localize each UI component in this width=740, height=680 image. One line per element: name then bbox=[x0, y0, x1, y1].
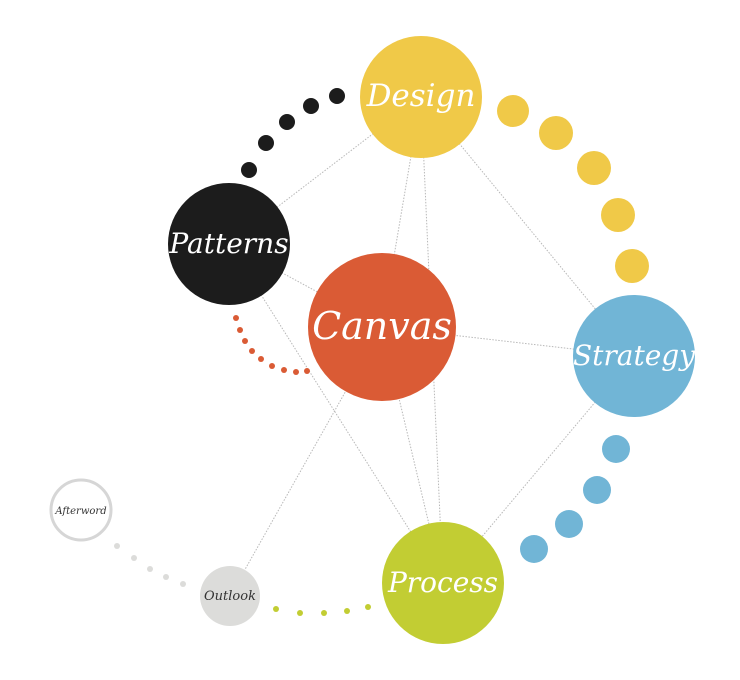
node-design-circle[interactable] bbox=[360, 36, 482, 158]
arc-dot bbox=[279, 114, 295, 130]
arc-dot bbox=[329, 88, 345, 104]
arc-dot bbox=[555, 510, 583, 538]
arc-dot bbox=[147, 566, 153, 572]
arc-dot bbox=[233, 315, 239, 321]
node-strategy-circle[interactable] bbox=[573, 295, 695, 417]
node-outlook[interactable]: Outlook bbox=[200, 566, 260, 626]
arc-dot bbox=[241, 162, 257, 178]
arc-dot bbox=[114, 543, 120, 549]
arc-dot bbox=[539, 116, 573, 150]
node-patterns-label: Patterns bbox=[168, 227, 288, 260]
node-patterns[interactable]: Patterns bbox=[168, 183, 290, 305]
node-design-label: Design bbox=[366, 78, 476, 114]
arc-dot bbox=[273, 606, 279, 612]
node-process[interactable]: Process bbox=[382, 522, 504, 644]
arc-dot bbox=[249, 348, 255, 354]
design-to-strategy-dots bbox=[497, 95, 649, 283]
arc-dot bbox=[577, 151, 611, 185]
arc-dot bbox=[242, 338, 248, 344]
node-strategy[interactable]: Strategy bbox=[573, 295, 696, 417]
arc-dot bbox=[258, 356, 264, 362]
patterns-to-canvas-dots bbox=[233, 315, 310, 375]
node-canvas-circle[interactable] bbox=[308, 253, 456, 401]
node-strategy-label: Strategy bbox=[573, 339, 696, 372]
arc-dot bbox=[237, 327, 243, 333]
arc-dot bbox=[304, 368, 310, 374]
node-canvas-label: Canvas bbox=[312, 304, 452, 348]
node-outlook-circle[interactable] bbox=[200, 566, 260, 626]
arc-dot bbox=[297, 610, 303, 616]
arc-dot bbox=[163, 574, 169, 580]
arc-dot bbox=[258, 135, 274, 151]
arc-dot bbox=[497, 95, 529, 127]
arc-dot bbox=[601, 198, 635, 232]
node-patterns-circle[interactable] bbox=[168, 183, 290, 305]
arc-dot bbox=[293, 369, 299, 375]
node-afterword-label: Afterword bbox=[54, 506, 106, 517]
arc-dot bbox=[583, 476, 611, 504]
arc-dot bbox=[281, 367, 287, 373]
arc-dot bbox=[365, 604, 371, 610]
arc-dot bbox=[269, 363, 275, 369]
node-canvas[interactable]: Canvas bbox=[308, 253, 456, 401]
connection-patterns-process bbox=[228, 243, 444, 584]
node-afterword[interactable]: Afterword bbox=[49, 478, 113, 542]
arc-dot bbox=[602, 435, 630, 463]
node-process-circle[interactable] bbox=[382, 522, 504, 644]
arc-dot bbox=[180, 581, 186, 587]
node-process-label: Process bbox=[387, 566, 498, 599]
outlook-to-process-dots bbox=[273, 604, 371, 616]
arc-dot bbox=[131, 555, 137, 561]
node-outlook-label: Outlook bbox=[204, 589, 256, 604]
node-design[interactable]: Design bbox=[360, 36, 482, 158]
node-afterword-circle[interactable] bbox=[49, 478, 113, 542]
arc-dot bbox=[344, 608, 350, 614]
afterword-to-outlook-dots bbox=[114, 543, 186, 587]
strategy-to-process-dots bbox=[520, 435, 630, 563]
arc-dot bbox=[520, 535, 548, 563]
arc-dot bbox=[321, 610, 327, 616]
arc-dot bbox=[303, 98, 319, 114]
arc-dot bbox=[615, 249, 649, 283]
patterns-to-design-dots bbox=[241, 88, 345, 178]
